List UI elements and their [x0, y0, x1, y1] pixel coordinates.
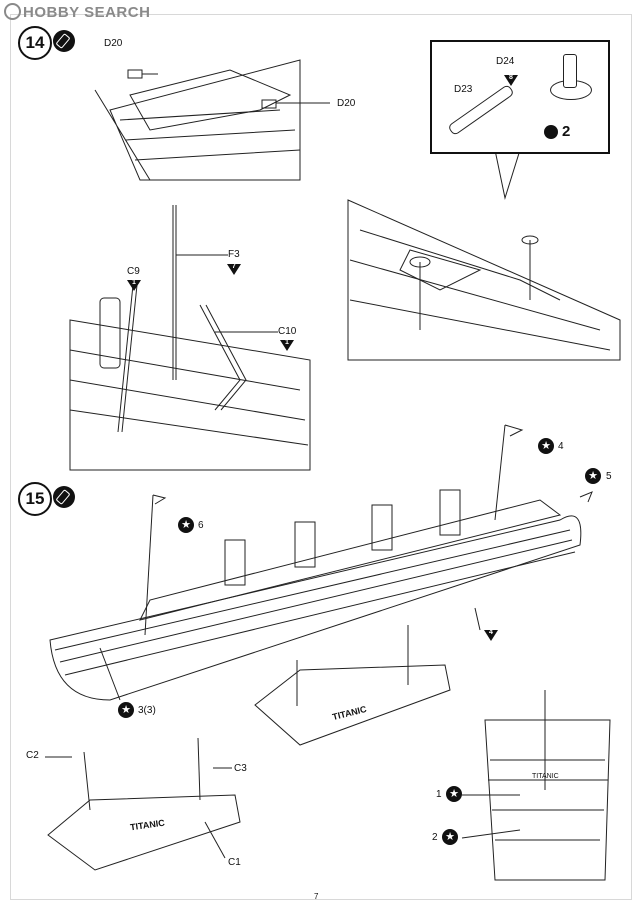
label-d20-right: D20: [337, 98, 356, 109]
label-c10: C10: [278, 326, 297, 337]
c10-paint-triangle: 1: [280, 339, 294, 351]
star-3-label: 3(3): [138, 705, 156, 716]
mast-drawing: [69, 205, 311, 471]
hobby-search-logo-icon: [4, 3, 21, 20]
deck-drawing: [347, 199, 621, 361]
label-c1: C1: [228, 857, 241, 868]
quantity-label: 2: [562, 123, 571, 140]
page-number: 7: [314, 892, 319, 901]
label-d23: D23: [454, 84, 473, 95]
front-star-1-label: 1: [436, 789, 442, 800]
label-d20-top: D20: [104, 38, 123, 49]
d24-paint-triangle: 8: [504, 74, 518, 86]
ship-drawing: [49, 424, 593, 701]
label-f3: F3: [228, 249, 240, 260]
label-d24: D24: [496, 56, 515, 67]
front-view-name: TITANIC: [532, 773, 559, 780]
label-c2: C2: [26, 750, 39, 761]
label-c3: C3: [234, 763, 247, 774]
front-star-marker-1: ★: [446, 786, 462, 802]
star-marker-3: ★: [118, 702, 134, 718]
bridge-drawing: [94, 59, 330, 181]
label-c9: C9: [127, 266, 140, 277]
c9-paint-triangle: 1: [127, 279, 141, 291]
step-14-number: 14: [18, 26, 52, 60]
star-marker-6: ★: [178, 517, 194, 533]
star-marker-4: ★: [538, 438, 554, 454]
front-star-marker-2: ★: [442, 829, 458, 845]
watermark: HOBBY SEARCH: [4, 3, 150, 21]
qty-icon: [544, 125, 558, 139]
star-marker-5: ★: [585, 468, 601, 484]
star-6-label: 6: [198, 520, 204, 531]
glue-icon-2: [53, 486, 75, 508]
d24-part: [563, 54, 577, 88]
page-frame: [10, 14, 632, 900]
f3-paint-triangle: 7: [227, 263, 241, 275]
star-5-label: 5: [606, 471, 612, 482]
front-view-drawing: [461, 690, 611, 881]
glue-icon: [53, 30, 75, 52]
callout-pointer: [494, 149, 521, 200]
front-star-2-label: 2: [432, 832, 438, 843]
stand-drawings: [45, 625, 451, 871]
paint-triangle-4: 4: [484, 629, 498, 641]
star-4-label: 4: [558, 441, 564, 452]
detail-callout: D24 8 D23 2: [430, 40, 610, 154]
step-15-number: 15: [18, 482, 52, 516]
